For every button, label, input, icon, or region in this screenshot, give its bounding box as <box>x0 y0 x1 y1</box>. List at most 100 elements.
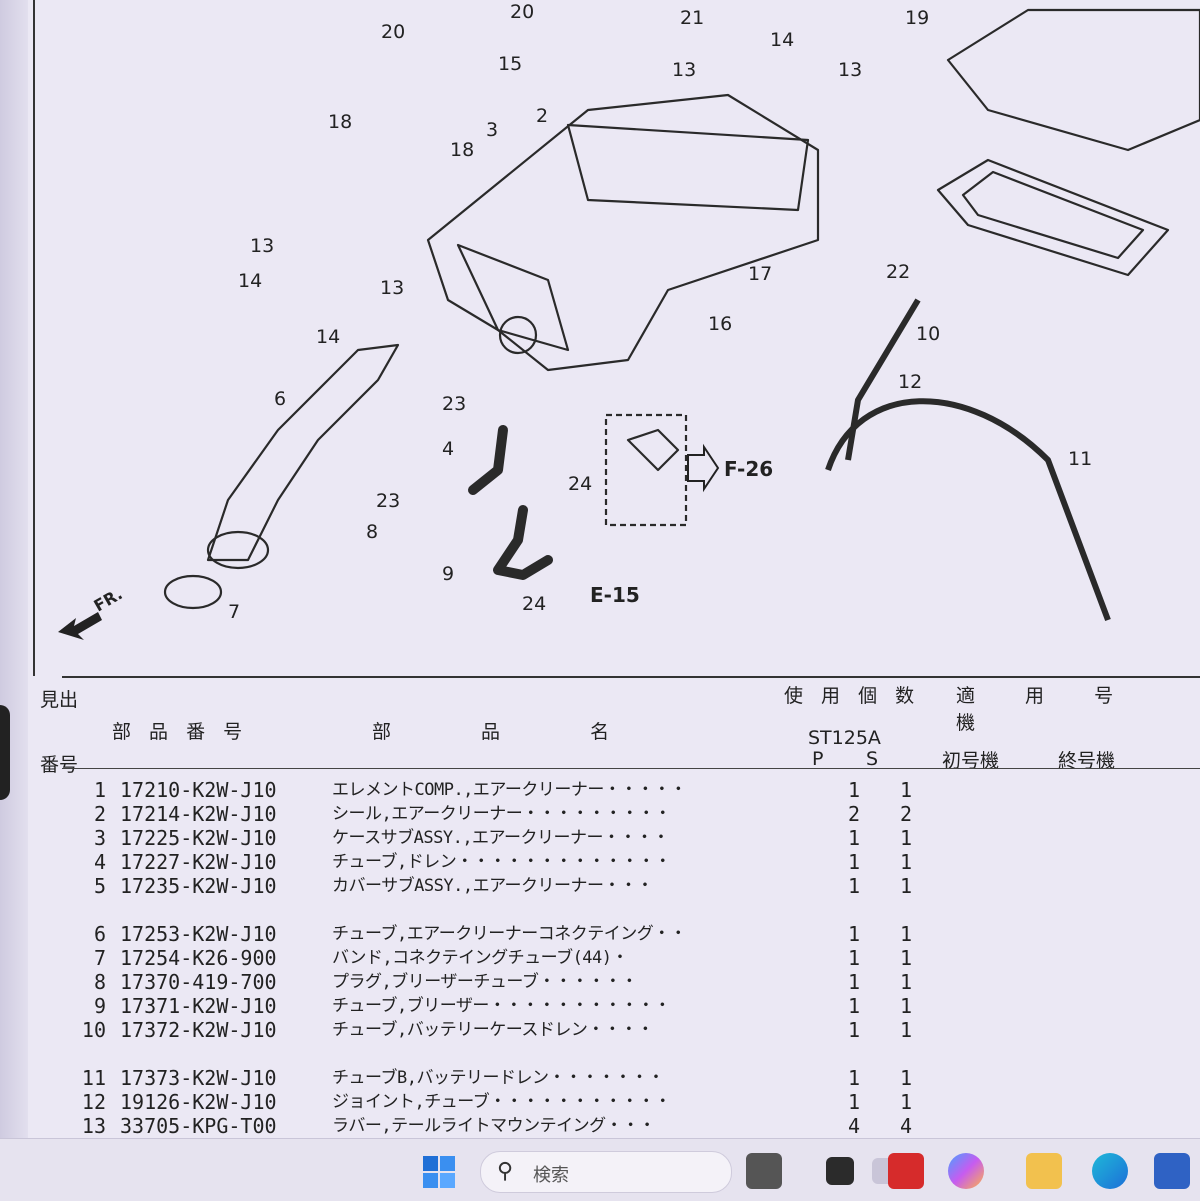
header-col-s: S <box>866 748 879 770</box>
qty-s: 1 <box>899 1066 913 1090</box>
part-name: チューブ,ブリーザー・・・・・・・・・・・ <box>332 996 671 1016</box>
header-usage-count: 使 用 個 数 <box>784 685 921 707</box>
callout-label: 16 <box>708 313 732 335</box>
part-name: プラグ,ブリーザーチューブ・・・・・・ <box>332 972 638 992</box>
part-name: ジョイント,チューブ・・・・・・・・・・・ <box>332 1092 671 1112</box>
header-model: ST125A <box>808 727 881 749</box>
row-number: 2 <box>93 802 106 826</box>
part-name: チューブ,エアークリーナーコネクテイング・・ <box>332 924 687 944</box>
row-number: 13 <box>81 1114 106 1138</box>
part-number: 17214-K2W-J10 <box>120 802 277 826</box>
row-number: 12 <box>81 1090 106 1114</box>
qty-s: 1 <box>899 922 913 946</box>
store-app-icon[interactable] <box>1154 1153 1190 1189</box>
cover-piece <box>946 8 1200 152</box>
row-number: 6 <box>93 922 106 946</box>
callout-label: 10 <box>916 323 940 345</box>
search-placeholder: 検索 <box>533 1165 569 1186</box>
qty-s: 1 <box>899 1018 913 1042</box>
callout-label: 24 <box>522 593 546 615</box>
callout-label: 15 <box>498 53 522 75</box>
qty-s: 1 <box>899 850 913 874</box>
copilot-icon[interactable] <box>948 1153 984 1189</box>
qty-p: 1 <box>847 922 861 946</box>
row-number: 8 <box>93 970 106 994</box>
part-name: チューブ,バッテリーケースドレン・・・・ <box>332 1020 654 1040</box>
callout-label: 13 <box>672 59 696 81</box>
header-part-number: 部 品 番 号 <box>112 721 249 743</box>
qty-s: 1 <box>899 994 913 1018</box>
start-button[interactable] <box>422 1155 456 1189</box>
part-name: シール,エアークリーナー・・・・・・・・・ <box>332 804 671 824</box>
row-number: 1 <box>93 778 106 802</box>
callout-label: 13 <box>838 59 862 81</box>
qty-p: 1 <box>847 826 861 850</box>
qty-p: 4 <box>847 1114 861 1138</box>
part-number: 17370-419-700 <box>120 970 277 994</box>
ref-f26: F-26 <box>724 457 773 481</box>
front-direction-label: FR. <box>91 584 126 615</box>
callout-label: 9 <box>442 563 454 585</box>
part-name: カバーサブASSY.,エアークリーナー・・・ <box>332 876 654 896</box>
callout-label: 13 <box>250 235 274 257</box>
part-number: 17210-K2W-J10 <box>120 778 277 802</box>
callout-label: 2 <box>536 105 548 127</box>
edge-browser-icon[interactable] <box>1092 1153 1128 1189</box>
qty-s: 4 <box>899 1114 913 1138</box>
monitor-bezel <box>0 0 28 1138</box>
qty-p: 1 <box>847 778 861 802</box>
part-name: ラバー,テールライトマウンテイング・・・ <box>332 1116 656 1136</box>
callout-label: 3 <box>486 119 498 141</box>
windows-taskbar: ⚲ 検索 <box>0 1138 1200 1201</box>
camera-app-icon[interactable] <box>746 1153 782 1189</box>
qty-p: 1 <box>847 1090 861 1114</box>
header-part-name: 部 品 名 <box>372 721 652 743</box>
row-number: 5 <box>93 874 106 898</box>
callout-label: 14 <box>770 29 794 51</box>
qty-s: 1 <box>899 874 913 898</box>
taskbar-search-box[interactable]: ⚲ 検索 <box>480 1151 732 1193</box>
part-number: 17373-K2W-J10 <box>120 1066 277 1090</box>
qty-s: 1 <box>899 826 913 850</box>
qty-p: 1 <box>847 1066 861 1090</box>
part-name: エレメントCOMP.,エアークリーナー・・・・・ <box>332 780 687 800</box>
part-name: チューブB,バッテリードレン・・・・・・・ <box>332 1068 664 1088</box>
callout-label: 13 <box>380 277 404 299</box>
front-arrow-icon <box>58 612 102 640</box>
row-number: 7 <box>93 946 106 970</box>
terminal-app-icon[interactable] <box>826 1157 854 1185</box>
header-last-unit: 終号機 <box>1058 750 1116 772</box>
callout-label: 12 <box>898 371 922 393</box>
callout-label: 18 <box>328 111 352 133</box>
qty-p: 1 <box>847 850 861 874</box>
callout-label: 14 <box>316 326 340 348</box>
pdf-reader-icon[interactable] <box>888 1153 924 1189</box>
part-name: チューブ,ドレン・・・・・・・・・・・・・ <box>332 852 671 872</box>
part-number: 17225-K2W-J10 <box>120 826 277 850</box>
callout-label: 23 <box>442 393 466 415</box>
callout-label: 20 <box>381 21 405 43</box>
callout-label: 6 <box>274 388 286 410</box>
f26-arrow-icon <box>687 443 720 493</box>
qty-s: 2 <box>899 802 913 826</box>
search-icon: ⚲ <box>497 1159 514 1184</box>
file-explorer-icon[interactable] <box>1026 1153 1062 1189</box>
header-first-unit: 初号機 <box>942 750 1000 772</box>
row-number: 3 <box>93 826 106 850</box>
windows-logo-icon <box>423 1156 455 1188</box>
air-cleaner-case <box>426 93 820 372</box>
exploded-parts-diagram: 20 20 15 21 14 13 13 19 18 18 3 2 13 14 … <box>33 0 1200 676</box>
callout-label: 11 <box>1068 448 1092 470</box>
header-col-p: P <box>812 748 824 770</box>
header-midashi: 見出 <box>40 689 79 711</box>
